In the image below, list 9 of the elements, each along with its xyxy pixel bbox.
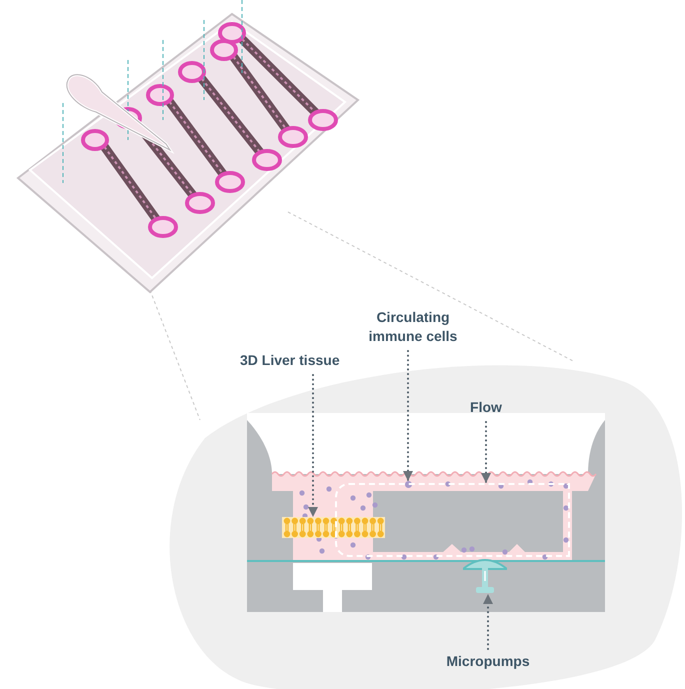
- leader-line: [403, 350, 413, 481]
- callout-label: Circulating immune cells: [368, 309, 458, 344]
- callout-label: Flow: [470, 399, 502, 415]
- callout-label: 3D Liver tissue: [240, 352, 340, 368]
- callout-label: Micropumps: [446, 653, 530, 669]
- leader-line: [481, 421, 491, 483]
- flow-path: [335, 483, 570, 557]
- leader-line: [483, 594, 493, 650]
- leader-line: [308, 374, 318, 517]
